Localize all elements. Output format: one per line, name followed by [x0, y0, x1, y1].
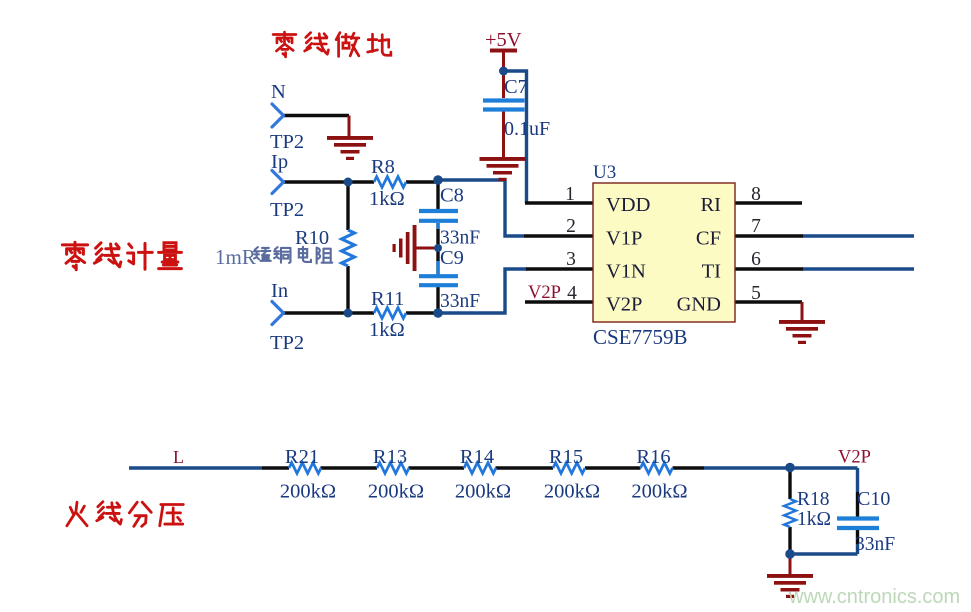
svg-text:8: 8 [751, 184, 761, 205]
svg-text:Ip: Ip [271, 151, 288, 173]
svg-text:TP2: TP2 [270, 131, 304, 153]
svg-text:0.1uF: 0.1uF [504, 118, 550, 140]
svg-text:+5V: +5V [485, 29, 522, 51]
svg-text:C7: C7 [504, 76, 528, 98]
svg-text:7: 7 [751, 216, 761, 237]
svg-text:R11: R11 [371, 288, 404, 310]
svg-text:R8: R8 [371, 156, 395, 178]
svg-text:CF: CF [696, 228, 721, 250]
svg-text:U3: U3 [593, 162, 616, 183]
svg-text:6: 6 [751, 249, 761, 270]
svg-text:1: 1 [565, 184, 575, 205]
svg-text:R16: R16 [636, 446, 670, 468]
svg-text:4: 4 [567, 283, 577, 304]
svg-text:TP2: TP2 [270, 332, 304, 354]
svg-text:33nF: 33nF [855, 534, 895, 555]
svg-text:C9: C9 [440, 247, 464, 269]
svg-text:1kΩ: 1kΩ [369, 188, 405, 210]
svg-text:33nF: 33nF [440, 291, 480, 312]
svg-text:3: 3 [566, 249, 576, 270]
svg-text:N: N [271, 81, 286, 103]
svg-text:V2P: V2P [838, 448, 871, 468]
svg-text:TI: TI [702, 261, 722, 283]
svg-text:200kΩ: 200kΩ [455, 481, 511, 503]
svg-text:RI: RI [701, 194, 722, 216]
svg-text:200kΩ: 200kΩ [368, 481, 424, 503]
svg-text:C8: C8 [440, 185, 464, 207]
svg-text:33nF: 33nF [440, 228, 480, 249]
svg-text:R21: R21 [285, 446, 319, 468]
svg-text:C10: C10 [857, 488, 890, 510]
svg-text:R13: R13 [373, 446, 407, 468]
svg-text:200kΩ: 200kΩ [280, 481, 336, 503]
svg-text:R14: R14 [460, 446, 494, 468]
svg-text:VDD: VDD [606, 194, 650, 216]
svg-text:V1P: V1P [606, 228, 642, 250]
svg-text:In: In [271, 280, 288, 302]
svg-text:200kΩ: 200kΩ [631, 481, 687, 503]
svg-text:www.cntronics.com: www.cntronics.com [788, 586, 960, 608]
svg-text:V2P: V2P [528, 283, 561, 303]
svg-text:V2P: V2P [606, 294, 642, 316]
svg-text:5: 5 [751, 283, 761, 304]
svg-text:TP2: TP2 [270, 199, 304, 221]
svg-text:GND: GND [677, 294, 721, 316]
svg-text:CSE7759B: CSE7759B [593, 325, 688, 349]
svg-text:R15: R15 [549, 446, 583, 468]
svg-text:V1N: V1N [606, 261, 646, 283]
svg-text:1kΩ: 1kΩ [369, 319, 405, 341]
svg-text:1kΩ: 1kΩ [797, 509, 831, 530]
svg-text:200kΩ: 200kΩ [544, 481, 600, 503]
svg-text:R18: R18 [797, 489, 830, 510]
svg-text:R10: R10 [295, 227, 329, 249]
svg-text:2: 2 [566, 216, 576, 237]
svg-text:L: L [173, 447, 184, 467]
svg-text:1mR: 1mR [215, 245, 256, 269]
